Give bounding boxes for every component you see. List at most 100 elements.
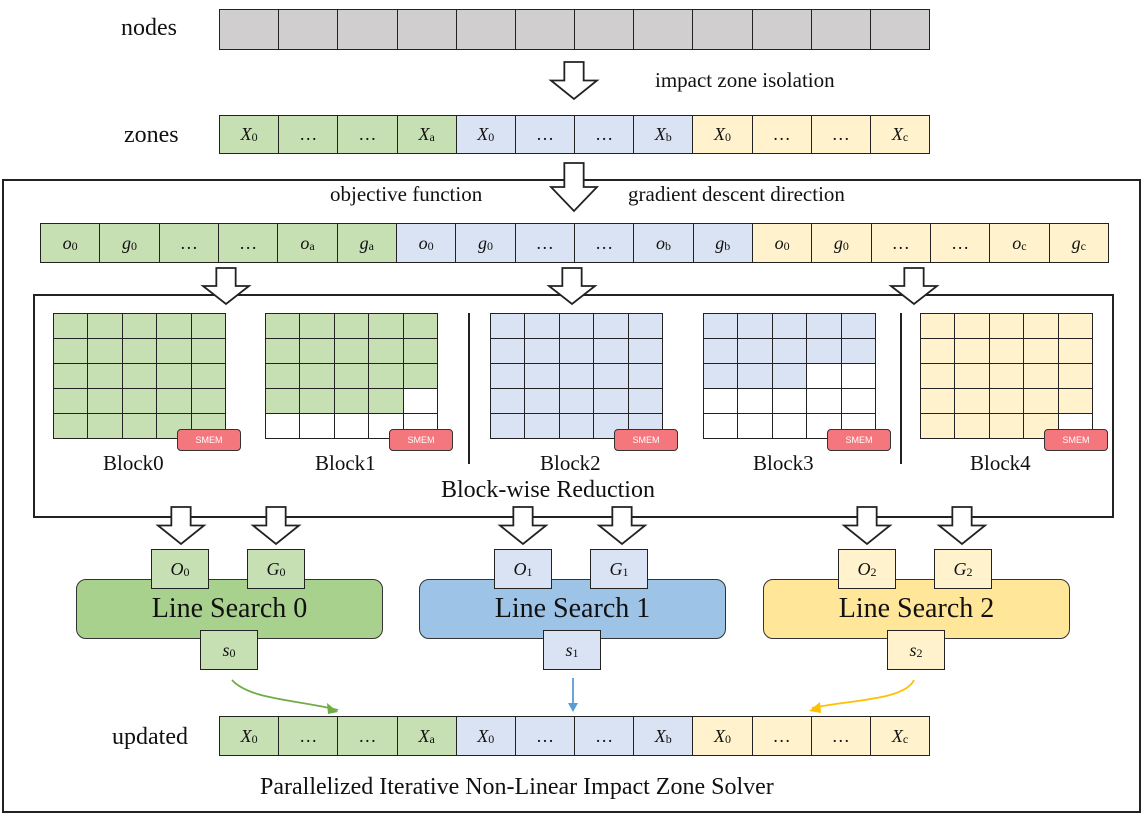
- grid-cell: [525, 364, 560, 389]
- block-label: Block1: [315, 451, 376, 475]
- grid-cell: [921, 414, 956, 439]
- update-arrow-yellow: [811, 679, 915, 709]
- grid-cell: [122, 339, 158, 364]
- grid-cell: [738, 339, 773, 364]
- zones-label: zones: [124, 122, 179, 148]
- block-label: Block3: [753, 451, 814, 475]
- grid-cell: [594, 314, 629, 339]
- arrowhead-blue: [568, 703, 578, 712]
- grid-cell: [334, 314, 370, 339]
- cell-symbol: o: [300, 232, 310, 253]
- grid-cell: [772, 339, 808, 364]
- grid-cell: [266, 414, 301, 439]
- grid-cell: [628, 314, 663, 339]
- block-label: Block4: [970, 451, 1031, 475]
- cell-subscript: 1: [572, 645, 579, 660]
- cell-subscript: 2: [870, 564, 877, 579]
- cell-subscript: c: [1080, 238, 1086, 253]
- cell-symbol: …: [358, 124, 377, 144]
- updated-cell: …: [752, 717, 812, 755]
- cell-symbol: O: [857, 558, 871, 579]
- node-cell: [752, 10, 812, 49]
- grid-cell: [122, 389, 158, 414]
- grid-cell: [191, 364, 226, 389]
- cell-symbol: …: [831, 124, 850, 144]
- smem-badge: SMEM: [389, 429, 453, 451]
- grid-cell: [921, 389, 956, 414]
- cell-subscript: 0: [724, 130, 731, 144]
- grid-cell: [54, 314, 89, 339]
- cell-symbol: X: [477, 124, 489, 144]
- grid-cell: [989, 414, 1025, 439]
- grid-cell: [334, 414, 370, 439]
- flow-arrow: [546, 267, 598, 306]
- flow-arrow: [497, 506, 549, 546]
- updated-cell: …: [515, 717, 576, 755]
- cell-symbol: g: [715, 232, 725, 253]
- grid-cell: [334, 389, 370, 414]
- smem-badge: SMEM: [177, 429, 241, 451]
- grid-cell: [772, 389, 808, 414]
- zones-cell: …: [811, 116, 871, 153]
- grid-cell: [738, 314, 773, 339]
- grid-cell: [491, 314, 526, 339]
- grid-cell: [88, 414, 123, 439]
- grid-cell: [334, 364, 370, 389]
- nodes-row: [219, 9, 930, 50]
- grid-cell: [1024, 389, 1059, 414]
- grid-cell: [989, 339, 1025, 364]
- grid-cell: [955, 339, 990, 364]
- grid-cell: [54, 389, 89, 414]
- objectives-cell: …: [574, 224, 635, 262]
- cell-symbol: …: [595, 124, 614, 144]
- caption: Parallelized Iterative Non-Linear Impact…: [260, 774, 774, 800]
- grid-cell: [772, 414, 808, 439]
- grid-cell: [738, 414, 773, 439]
- zones-cell: …: [515, 116, 576, 153]
- grid-cell: [738, 364, 773, 389]
- arrowhead-green: [327, 703, 338, 714]
- cell-symbol: X: [654, 124, 666, 144]
- grid-cell: [704, 314, 739, 339]
- cell-symbol: …: [772, 725, 791, 746]
- arrowhead-yellow: [809, 702, 821, 713]
- grid-cell: [525, 389, 560, 414]
- grid-cell: [989, 389, 1025, 414]
- line-search-label: Line Search 1: [494, 593, 651, 624]
- grid-cell: [628, 364, 663, 389]
- cell-symbol: g: [121, 232, 131, 253]
- grid-cell: [403, 339, 438, 364]
- cell-symbol: X: [891, 725, 903, 746]
- grid-cell: [559, 414, 595, 439]
- grid-cell: [300, 314, 335, 339]
- updated-cell: …: [279, 717, 339, 755]
- grid-cell: [266, 314, 301, 339]
- block-grid-2: [490, 313, 663, 439]
- cell-subscript: 0: [229, 645, 236, 660]
- grid-cell: [955, 414, 990, 439]
- grid-cell: [807, 389, 842, 414]
- grid-cell: [369, 364, 404, 389]
- grid-cell: [807, 339, 842, 364]
- cell-symbol: o: [1012, 232, 1022, 253]
- zones-cell: …: [338, 116, 398, 153]
- grid-cell: [491, 414, 526, 439]
- cell-symbol: …: [239, 232, 258, 253]
- cell-symbol: …: [299, 725, 318, 746]
- impact-zone-isolation-label: impact zone isolation: [655, 68, 835, 92]
- cell-subscript: 0: [488, 130, 495, 144]
- grid-cell: [157, 314, 192, 339]
- cell-symbol: …: [831, 725, 850, 746]
